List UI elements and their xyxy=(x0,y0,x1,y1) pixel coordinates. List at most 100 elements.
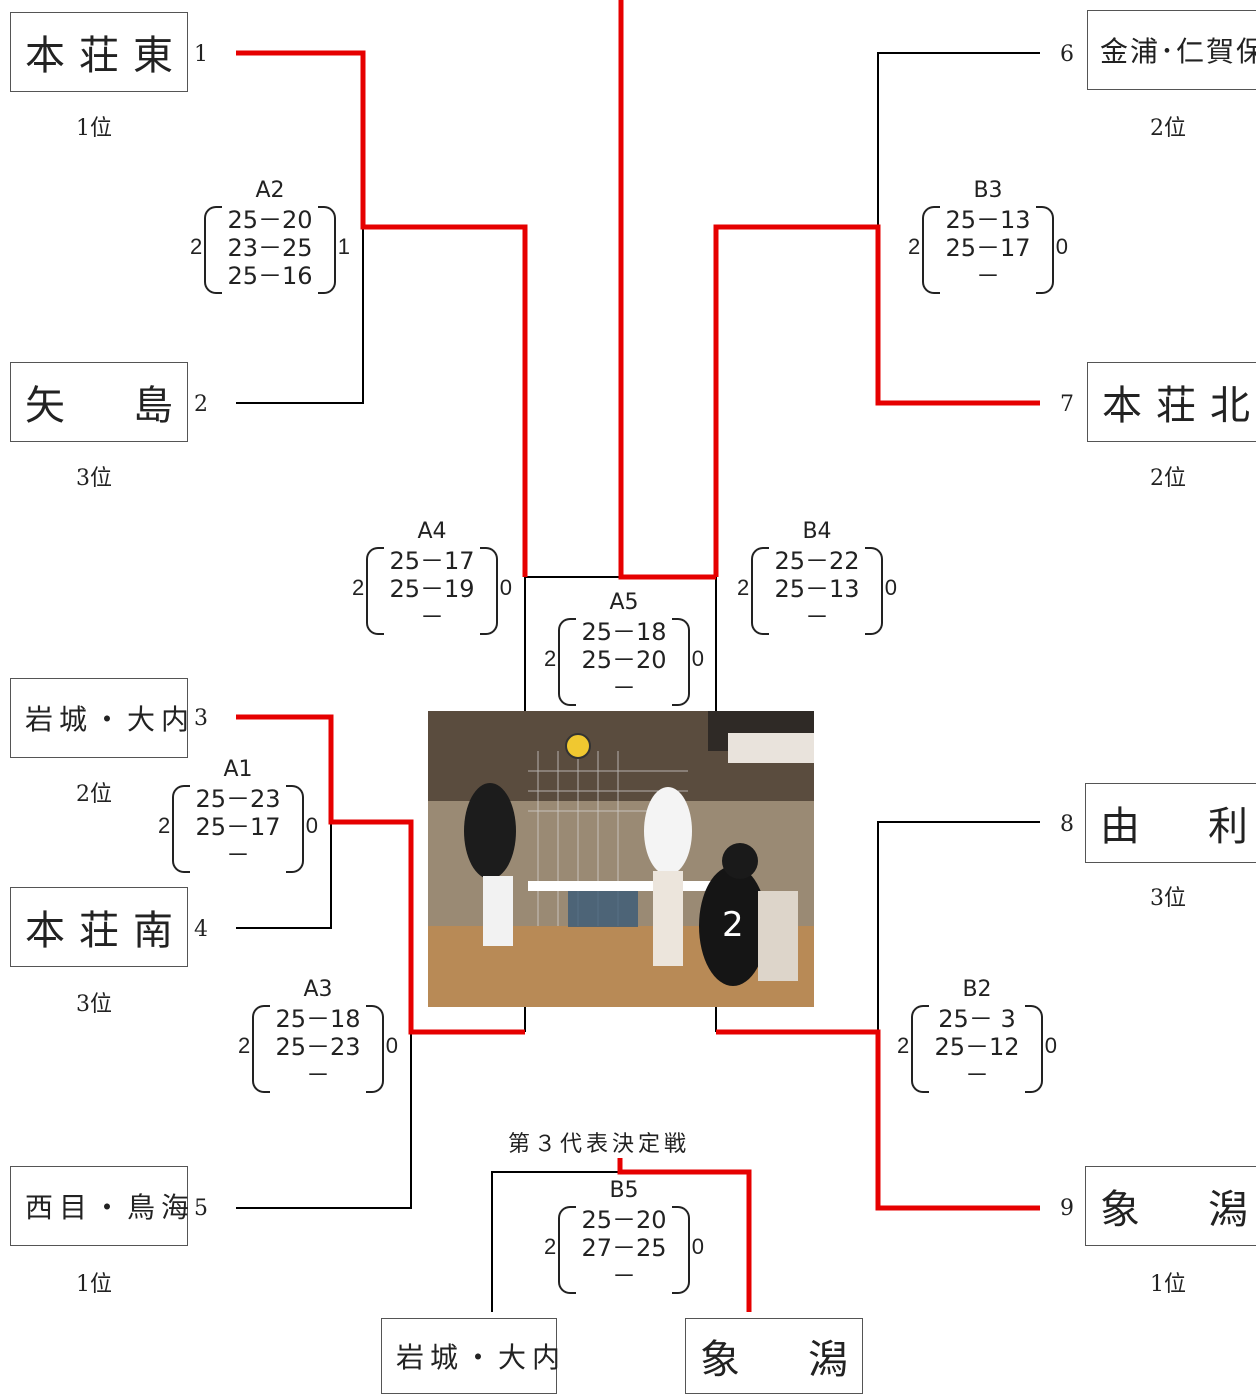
left-paren xyxy=(558,618,576,706)
line-t4 xyxy=(236,822,332,929)
set-3: － xyxy=(976,262,1000,290)
rank-label: 1位 xyxy=(76,116,112,141)
seed-number: 7 xyxy=(1060,392,1074,417)
set-3: － xyxy=(612,1262,636,1290)
loser-sets: 0 xyxy=(1055,234,1068,259)
right-paren xyxy=(672,1206,690,1294)
right-paren xyxy=(318,206,336,294)
team-box-t7: 本荘北 xyxy=(1087,362,1256,442)
match-code: A4 xyxy=(417,519,447,544)
loser-sets: 0 xyxy=(499,575,512,600)
seed-number: 2 xyxy=(194,392,208,417)
set-1: 25－13 xyxy=(945,206,1031,234)
set-scores: 25－13 25－17 － xyxy=(934,206,1042,290)
match-code: A2 xyxy=(255,178,285,203)
line-t5 xyxy=(236,1032,412,1209)
match-code: B2 xyxy=(962,977,992,1002)
team-name: 本荘北 xyxy=(1102,383,1256,429)
right-paren xyxy=(480,547,498,635)
match-code: A3 xyxy=(303,977,333,1002)
winner-line-third xyxy=(617,1158,752,1312)
team-name: 岩城・大内 xyxy=(25,703,196,736)
team-box-t9: 象 潟 xyxy=(1085,1166,1256,1246)
team-box-t1: 本荘東 xyxy=(10,12,188,92)
loser-sets: 0 xyxy=(305,813,318,838)
rank-label: 2位 xyxy=(76,782,112,807)
line-t2 xyxy=(236,227,364,404)
seed-number: 9 xyxy=(1060,1196,1074,1221)
match-score-a4: A4 2 25－17 25－19 － 0 xyxy=(352,519,512,639)
team-name: 由 利 xyxy=(1100,804,1256,850)
team-name: 岩城・大内 xyxy=(396,1341,567,1374)
left-paren xyxy=(751,547,769,635)
set-1: 25－18 xyxy=(275,1005,361,1033)
rank-label: 3位 xyxy=(76,992,112,1017)
right-paren xyxy=(865,547,883,635)
set-3: － xyxy=(306,1061,330,1089)
set-3: － xyxy=(965,1061,989,1089)
set-scores: 25－23 25－17 － xyxy=(184,785,292,869)
team-name: 西目・鳥海 xyxy=(25,1191,196,1224)
left-paren xyxy=(172,785,190,873)
match-code: A5 xyxy=(609,590,639,615)
loser-sets: 0 xyxy=(691,1234,704,1259)
winner-sets: 2 xyxy=(897,1033,910,1058)
winner-line-t9 xyxy=(716,1029,1040,1211)
team-name: 象 潟 xyxy=(1100,1187,1256,1233)
set-2: 25－17 xyxy=(195,813,281,841)
set-2: 25－17 xyxy=(945,234,1031,262)
team-name: 象 潟 xyxy=(700,1337,862,1383)
third-place-left-team: 岩城・大内 xyxy=(381,1318,560,1394)
set-scores: 25－20 23－25 25－16 xyxy=(216,206,324,290)
winner-line-t1 xyxy=(236,50,528,577)
set-scores: 25－ 3 25－12 － xyxy=(923,1005,1031,1089)
set-scores: 25－20 27－25 － xyxy=(570,1206,678,1290)
match-code: A1 xyxy=(223,757,253,782)
team-name: 本荘東 xyxy=(25,33,187,79)
team-box-t2: 矢 島 xyxy=(10,362,188,442)
winner-sets: 2 xyxy=(238,1033,251,1058)
match-score-b3: B3 2 25－13 25－17 － 0 xyxy=(908,178,1068,298)
loser-sets: 0 xyxy=(691,646,704,671)
team-box-t6: 金浦･仁賀保 xyxy=(1087,10,1256,90)
match-code: B5 xyxy=(609,1178,639,1203)
right-paren xyxy=(366,1005,384,1093)
rank-label: 3位 xyxy=(76,466,112,491)
right-paren xyxy=(1036,206,1054,294)
third-place-caption: 第３代表決定戦 xyxy=(508,1132,691,1157)
set-3: － xyxy=(226,841,250,869)
loser-sets: 0 xyxy=(884,575,897,600)
left-paren xyxy=(922,206,940,294)
team-name: 矢 島 xyxy=(25,383,187,429)
left-paren xyxy=(558,1206,576,1294)
team-name: 本荘南 xyxy=(25,908,187,954)
winner-sets: 2 xyxy=(190,234,203,259)
set-1: 25－22 xyxy=(774,547,860,575)
set-1: 25－18 xyxy=(581,618,667,646)
seed-number: 3 xyxy=(194,706,208,731)
loser-sets: 1 xyxy=(337,234,350,259)
team-box-t8: 由 利 xyxy=(1085,783,1256,863)
set-1: 25－ 3 xyxy=(938,1005,1016,1033)
set-3: － xyxy=(612,674,636,702)
volleyball-photo: 2 xyxy=(428,711,814,1007)
set-1: 25－23 xyxy=(195,785,281,813)
seed-number: 4 xyxy=(194,917,208,942)
set-3: － xyxy=(805,603,829,631)
set-1: 25－20 xyxy=(581,1206,667,1234)
match-score-b5: B5 2 25－20 27－25 － 0 xyxy=(544,1178,704,1298)
svg-text:2: 2 xyxy=(722,905,744,945)
set-2: 25－20 xyxy=(581,646,667,674)
set-scores: 25－18 25－23 － xyxy=(264,1005,372,1089)
match-score-a5: A5 2 25－18 25－20 － 0 xyxy=(544,590,704,710)
match-score-a3: A3 2 25－18 25－23 － 0 xyxy=(238,977,398,1097)
loser-sets: 0 xyxy=(385,1033,398,1058)
set-3: － xyxy=(420,603,444,631)
team-box-t5: 西目・鳥海 xyxy=(10,1166,189,1246)
right-paren xyxy=(1025,1005,1043,1093)
match-code: B3 xyxy=(973,178,1003,203)
seed-number: 6 xyxy=(1060,42,1074,67)
set-1: 25－17 xyxy=(389,547,475,575)
rank-label: 2位 xyxy=(1150,466,1186,491)
